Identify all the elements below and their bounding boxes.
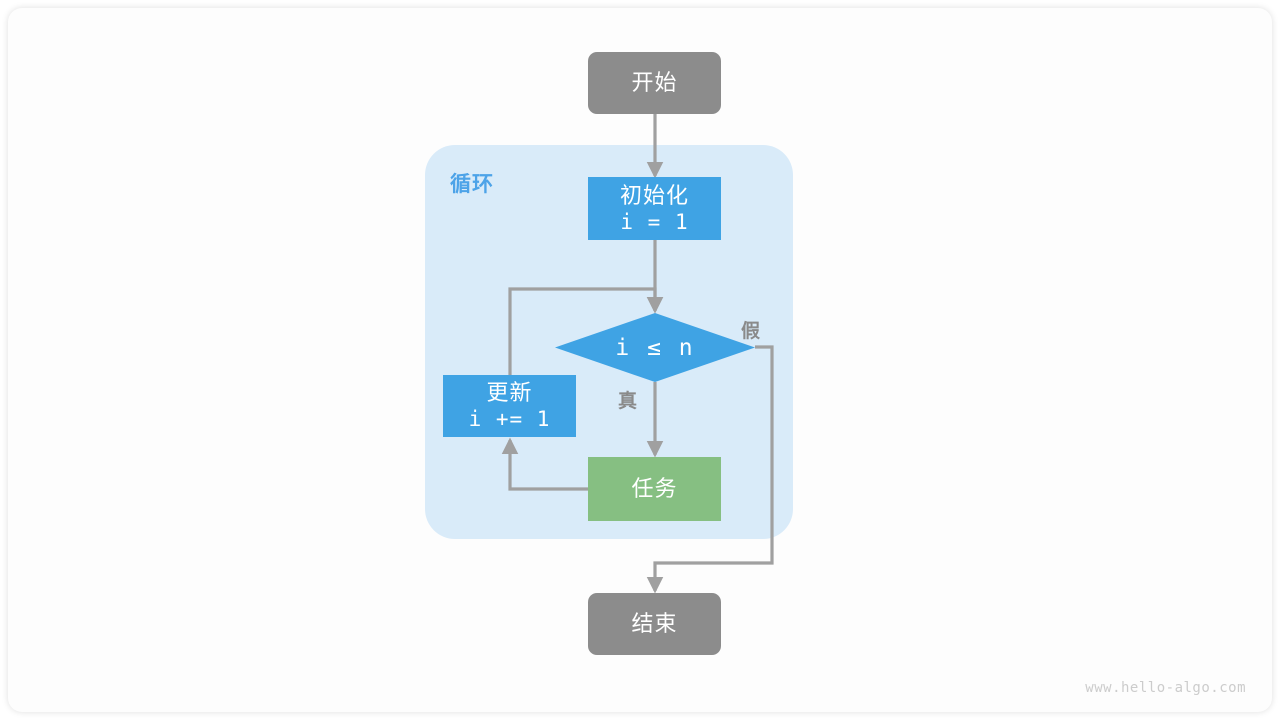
node-update-title: 更新 (486, 380, 533, 406)
decision-diamond (555, 313, 755, 382)
node-init-title: 初始化 (619, 182, 689, 208)
node-update-expression: i += 1 (468, 407, 551, 432)
node-start: 开始 (588, 52, 721, 114)
edge-label-true: 真 (618, 391, 638, 412)
node-task-label: 任务 (631, 476, 678, 502)
node-task: 任务 (588, 457, 721, 521)
node-init: 初始化 i = 1 (588, 177, 721, 240)
edge-update-to-decision (508, 287, 664, 375)
watermark: www.hello-algo.com (1085, 680, 1246, 696)
edge-label-false: 假 (741, 321, 761, 342)
node-end: 结束 (588, 593, 721, 655)
node-end-label: 结束 (631, 611, 678, 637)
node-start-label: 开始 (631, 70, 678, 96)
node-init-expression: i = 1 (620, 209, 689, 234)
loop-container-label: 循环 (450, 173, 494, 196)
decision-node-label: i ≤ n (615, 335, 695, 361)
edge-task-to-update (501, 437, 588, 491)
edge-decision-to-end (646, 345, 774, 594)
node-update: 更新 i += 1 (443, 375, 576, 437)
